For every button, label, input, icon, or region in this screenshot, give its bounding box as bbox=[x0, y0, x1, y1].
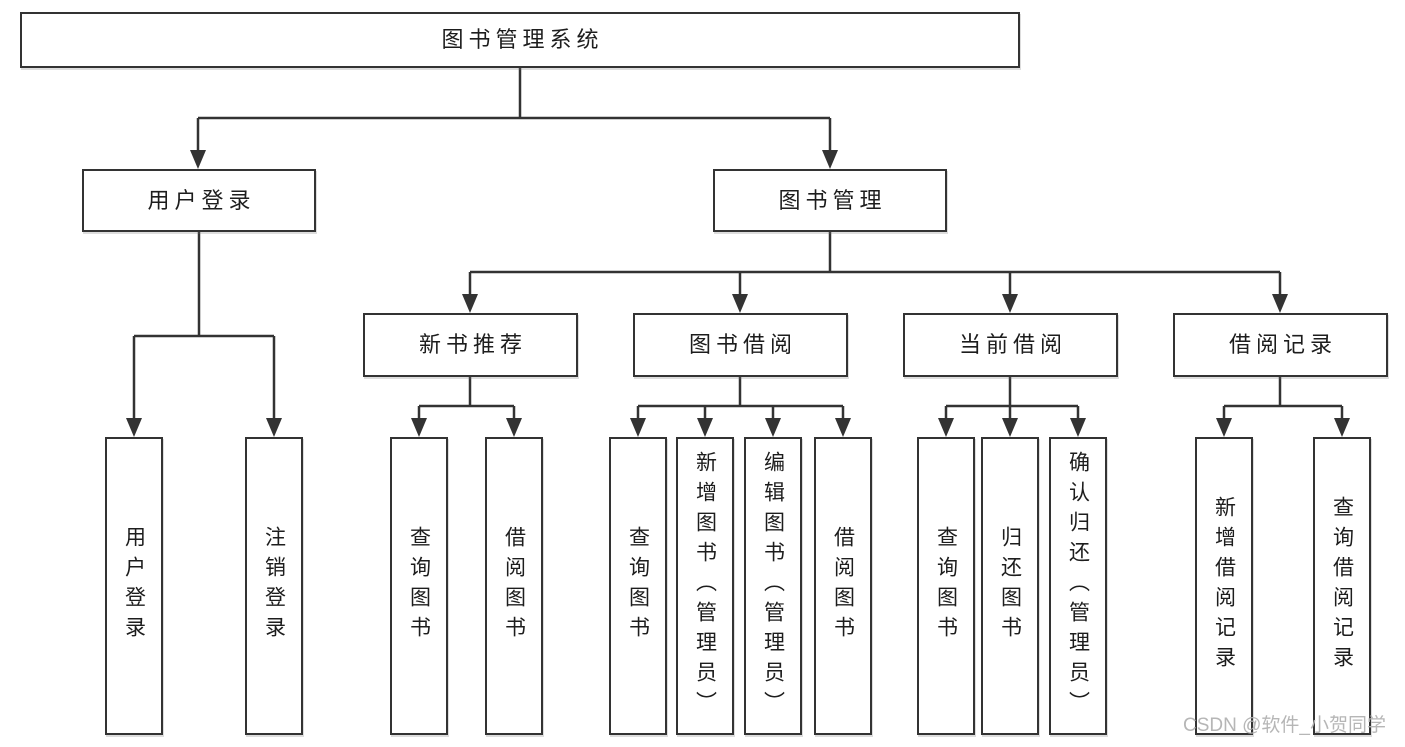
node-user-login: 用户登录 bbox=[82, 169, 316, 232]
node-label: 用户登录 bbox=[147, 187, 256, 213]
csdn-watermark: CSDN @软件_小贺同学 bbox=[1183, 715, 1386, 736]
leaf-confirm-return-admin: 确认归还（管理员） bbox=[1049, 437, 1107, 735]
node-label: 编辑图书（管理员） bbox=[761, 451, 785, 721]
leaf-user-login: 用户登录 bbox=[105, 437, 163, 735]
node-label: 确认归还（管理员） bbox=[1066, 451, 1090, 721]
node-label: 用户登录 bbox=[122, 526, 146, 646]
node-label: 注销登录 bbox=[262, 526, 286, 646]
node-label: 图书管理 bbox=[778, 187, 887, 213]
node-label: 查询图书 bbox=[626, 526, 650, 646]
node-label: 借阅图书 bbox=[831, 526, 855, 646]
node-label: 新书推荐 bbox=[418, 332, 527, 357]
node-library-management-system: 图书管理系统 bbox=[20, 12, 1020, 68]
node-label: 查询借阅记录 bbox=[1330, 496, 1354, 676]
leaf-query-book-borrow: 查询图书 bbox=[609, 437, 667, 735]
node-label: 新增图书（管理员） bbox=[693, 451, 717, 721]
leaf-add-book-admin: 新增图书（管理员） bbox=[676, 437, 734, 735]
leaf-add-borrow-record: 新增借阅记录 bbox=[1195, 437, 1253, 735]
node-label: 图书借阅 bbox=[688, 332, 797, 357]
node-label: 查询图书 bbox=[407, 526, 431, 646]
node-current-borrowing: 当前借阅 bbox=[903, 313, 1118, 377]
node-label: 图书管理系统 bbox=[441, 27, 604, 52]
leaf-return-book: 归还图书 bbox=[981, 437, 1039, 735]
node-label: 归还图书 bbox=[998, 526, 1022, 646]
node-label: 查询图书 bbox=[934, 526, 958, 646]
node-book-borrowing: 图书借阅 bbox=[633, 313, 848, 377]
leaf-borrow-book-recommend: 借阅图书 bbox=[485, 437, 543, 735]
leaf-borrow-book: 借阅图书 bbox=[814, 437, 872, 735]
node-label: 借阅图书 bbox=[502, 526, 526, 646]
node-new-book-recommend: 新书推荐 bbox=[363, 313, 578, 377]
leaf-query-book-current: 查询图书 bbox=[917, 437, 975, 735]
connector-path bbox=[132, 68, 1344, 420]
leaf-logout: 注销登录 bbox=[245, 437, 303, 735]
node-book-management: 图书管理 bbox=[713, 169, 947, 232]
leaf-query-book-recommend: 查询图书 bbox=[390, 437, 448, 735]
node-label: 当前借阅 bbox=[958, 332, 1067, 357]
node-label: 新增借阅记录 bbox=[1212, 496, 1236, 676]
leaf-query-borrow-record: 查询借阅记录 bbox=[1313, 437, 1371, 735]
leaf-edit-book-admin: 编辑图书（管理员） bbox=[744, 437, 802, 735]
node-label: 借阅记录 bbox=[1228, 332, 1337, 357]
node-borrowing-records: 借阅记录 bbox=[1173, 313, 1388, 377]
